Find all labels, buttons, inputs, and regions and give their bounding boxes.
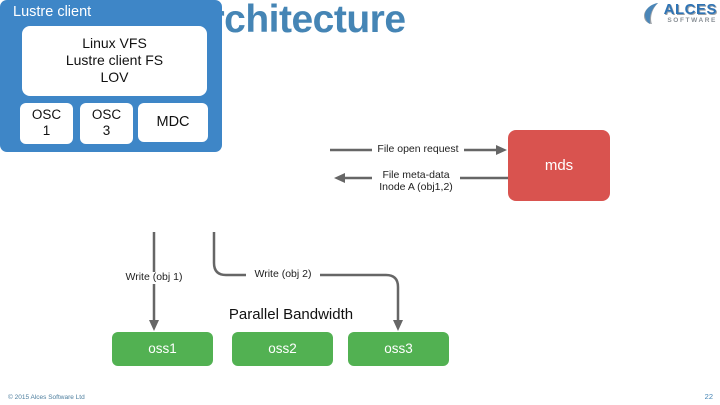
- mds-box: mds: [508, 130, 610, 201]
- stack-line-linux-vfs: Linux VFS: [82, 35, 147, 51]
- label-file-open-request: File open request: [372, 143, 464, 156]
- logo-name: ALCES: [663, 1, 717, 18]
- label-write-obj1: Write (obj 1): [116, 271, 192, 284]
- oss3-box: oss3: [348, 332, 449, 366]
- label-parallel-bandwidth: Parallel Bandwidth: [228, 306, 354, 323]
- copyright-footer: © 2015 Alces Software Ltd: [8, 394, 85, 401]
- lustre-client-label: Lustre client: [13, 4, 92, 20]
- oss1-box: oss1: [112, 332, 213, 366]
- stack-line-lov: LOV: [100, 69, 129, 85]
- lustre-client-box: Lustre client Linux VFS Lustre client FS…: [0, 0, 222, 152]
- vfs-stack-box: Linux VFS Lustre client FS LOV: [22, 26, 207, 96]
- alces-logo: ALCES SOFTWARE: [642, 2, 717, 25]
- osc3-box: OSC 3: [80, 103, 133, 144]
- stack-line-lustre-client-fs: Lustre client FS: [65, 52, 164, 68]
- label-file-meta-data: File meta-data Inode A (obj1,2): [372, 169, 460, 193]
- label-write-obj2: Write (obj 2): [246, 268, 320, 281]
- oss2-box: oss2: [232, 332, 333, 366]
- logo-text: ALCES SOFTWARE: [664, 2, 717, 25]
- leaf-icon: [643, 3, 658, 24]
- osc1-box: OSC 1: [20, 103, 73, 144]
- page-number: 22: [704, 392, 713, 401]
- mdc-box: MDC: [138, 103, 208, 142]
- logo-subtext: SOFTWARE: [667, 17, 717, 24]
